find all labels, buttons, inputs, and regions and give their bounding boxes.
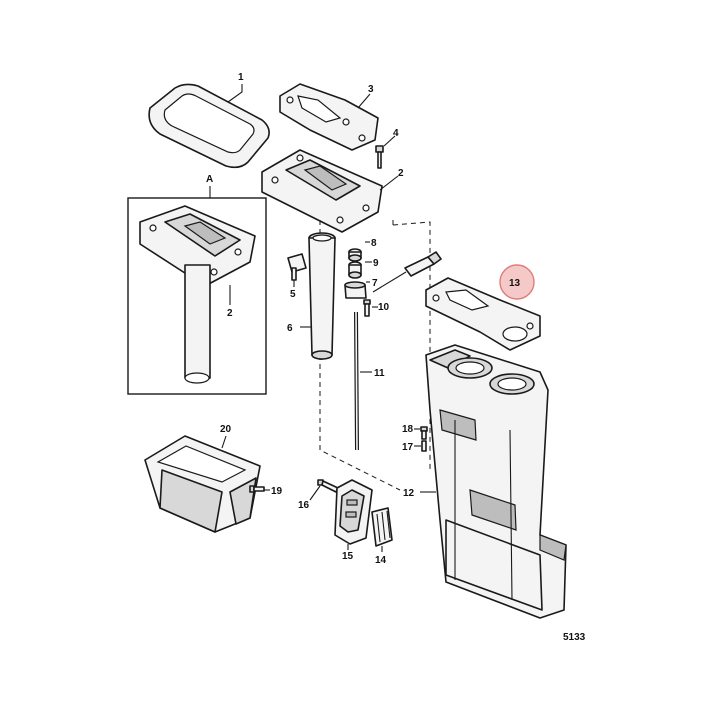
part-10-screw — [363, 299, 371, 317]
callout-11: 11 — [374, 368, 385, 379]
callout-9: 9 — [373, 258, 379, 269]
part-9-bushing — [348, 261, 362, 279]
part-14-grille — [371, 507, 393, 547]
callout-14: 14 — [375, 555, 387, 566]
callout-2-detail: 2 — [227, 308, 233, 319]
callout-16: 16 — [298, 500, 310, 511]
part-20-cover — [144, 435, 261, 533]
part-15-seal — [334, 479, 373, 545]
callout-12: 12 — [403, 488, 415, 499]
callout-19: 19 — [271, 486, 283, 497]
part-1-seal-ring — [148, 83, 270, 169]
part-13-gasket — [425, 277, 541, 351]
callout-2-main: 2 — [398, 168, 404, 179]
callout-7: 7 — [372, 278, 378, 289]
callout-1: 1 — [238, 72, 244, 83]
callout-3: 3 — [368, 84, 374, 95]
part-4-bolt — [375, 145, 384, 169]
callout-20: 20 — [220, 424, 232, 435]
part-19-screw — [249, 485, 265, 493]
part-17-pin — [421, 440, 427, 452]
callout-4: 4 — [393, 128, 399, 139]
part-3-gasket — [279, 83, 379, 151]
sealant-tube — [372, 251, 442, 293]
part-6-tube — [308, 232, 336, 360]
callout-15: 15 — [342, 551, 354, 562]
callout-17: 17 — [402, 442, 414, 453]
drawing-reference-number: 5133 — [563, 632, 586, 643]
part-5-bracket — [287, 253, 307, 281]
detail-a-frame — [127, 197, 267, 395]
part-18-screw — [420, 426, 428, 440]
callout-5: 5 — [290, 289, 296, 300]
callout-8: 8 — [371, 238, 377, 249]
part-2-adapter-plate — [261, 149, 383, 233]
callout-10: 10 — [378, 302, 390, 313]
callout-13: 13 — [509, 278, 521, 289]
part-12-driveshaft-housing — [425, 344, 567, 619]
callout-18: 18 — [402, 424, 414, 435]
part-8-grommet — [348, 248, 362, 262]
highlight-circle-13 — [499, 264, 535, 300]
callout-6: 6 — [287, 323, 293, 334]
part-11-rod — [354, 311, 359, 451]
callout-label-a: A — [206, 174, 213, 185]
part-7-fitting — [344, 281, 367, 299]
detail-a-adapter-plate — [139, 205, 256, 384]
part-16-screw — [317, 479, 339, 493]
